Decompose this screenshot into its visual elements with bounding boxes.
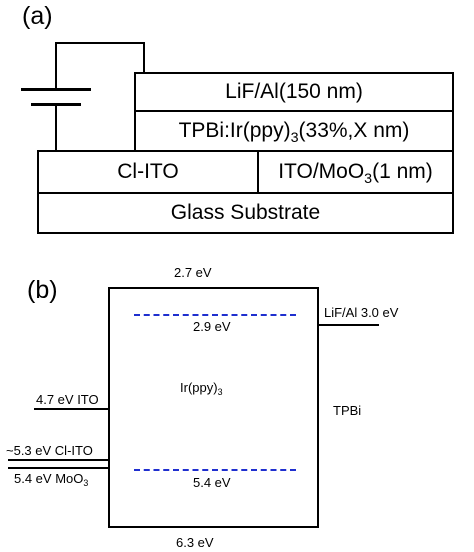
irppy-homo-label: 5.4 eV [193, 475, 231, 490]
moo3-level-line [8, 467, 108, 469]
battery-long-plate [21, 88, 91, 91]
layer-cl-ito-text: Cl-ITO [117, 160, 179, 183]
irppy-homo-line [134, 469, 296, 471]
tpbi-homo-label: 6.3 eV [176, 535, 214, 550]
wire-bottom-vertical [55, 106, 57, 152]
layer-emissive: TPBi:Ir(ppy)3(33%,X nm) [134, 110, 454, 152]
irppy-lumo-label: 2.9 eV [193, 319, 231, 334]
lif-al-level-label: LiF/Al 3.0 eV [324, 305, 399, 320]
battery-short-plate [31, 103, 81, 106]
layer-glass-substrate-text: Glass Substrate [170, 201, 321, 224]
moo3-level-label: 5.4 eV MoO3 [14, 471, 89, 489]
layer-cl-ito: Cl-ITO [37, 150, 259, 194]
panel-a-label: (a) [22, 2, 53, 30]
panel-b-label: (b) [27, 276, 58, 304]
irppy-lumo-line [134, 314, 296, 316]
layer-ito-moo3-text: ITO/MoO3(1 nm) [278, 160, 433, 187]
wire-left-vertical [55, 42, 57, 90]
ito-level-line [34, 408, 108, 410]
layer-lif-al-text: LiF/Al(150 nm) [225, 80, 363, 103]
ito-level-label: 4.7 eV ITO [36, 392, 99, 407]
irppy-material-label: Ir(ppy)3 [180, 380, 223, 398]
cl-ito-level-line [8, 459, 108, 461]
tpbi-energy-box [108, 287, 319, 528]
tpbi-lumo-label: 2.7 eV [174, 265, 212, 280]
tpbi-material-label: TPBi [333, 403, 362, 418]
layer-glass-substrate: Glass Substrate [37, 192, 454, 234]
wire-right-vertical [143, 42, 145, 72]
layer-lif-al: LiF/Al(150 nm) [134, 72, 454, 112]
wire-top-horizontal [55, 42, 145, 44]
layer-ito-moo3: ITO/MoO3(1 nm) [257, 150, 454, 194]
layer-emissive-text: TPBi:Ir(ppy)3(33%,X nm) [178, 119, 410, 146]
cl-ito-level-label: ~5.3 eV Cl-ITO [6, 443, 93, 458]
lif-al-level-line [319, 324, 379, 326]
